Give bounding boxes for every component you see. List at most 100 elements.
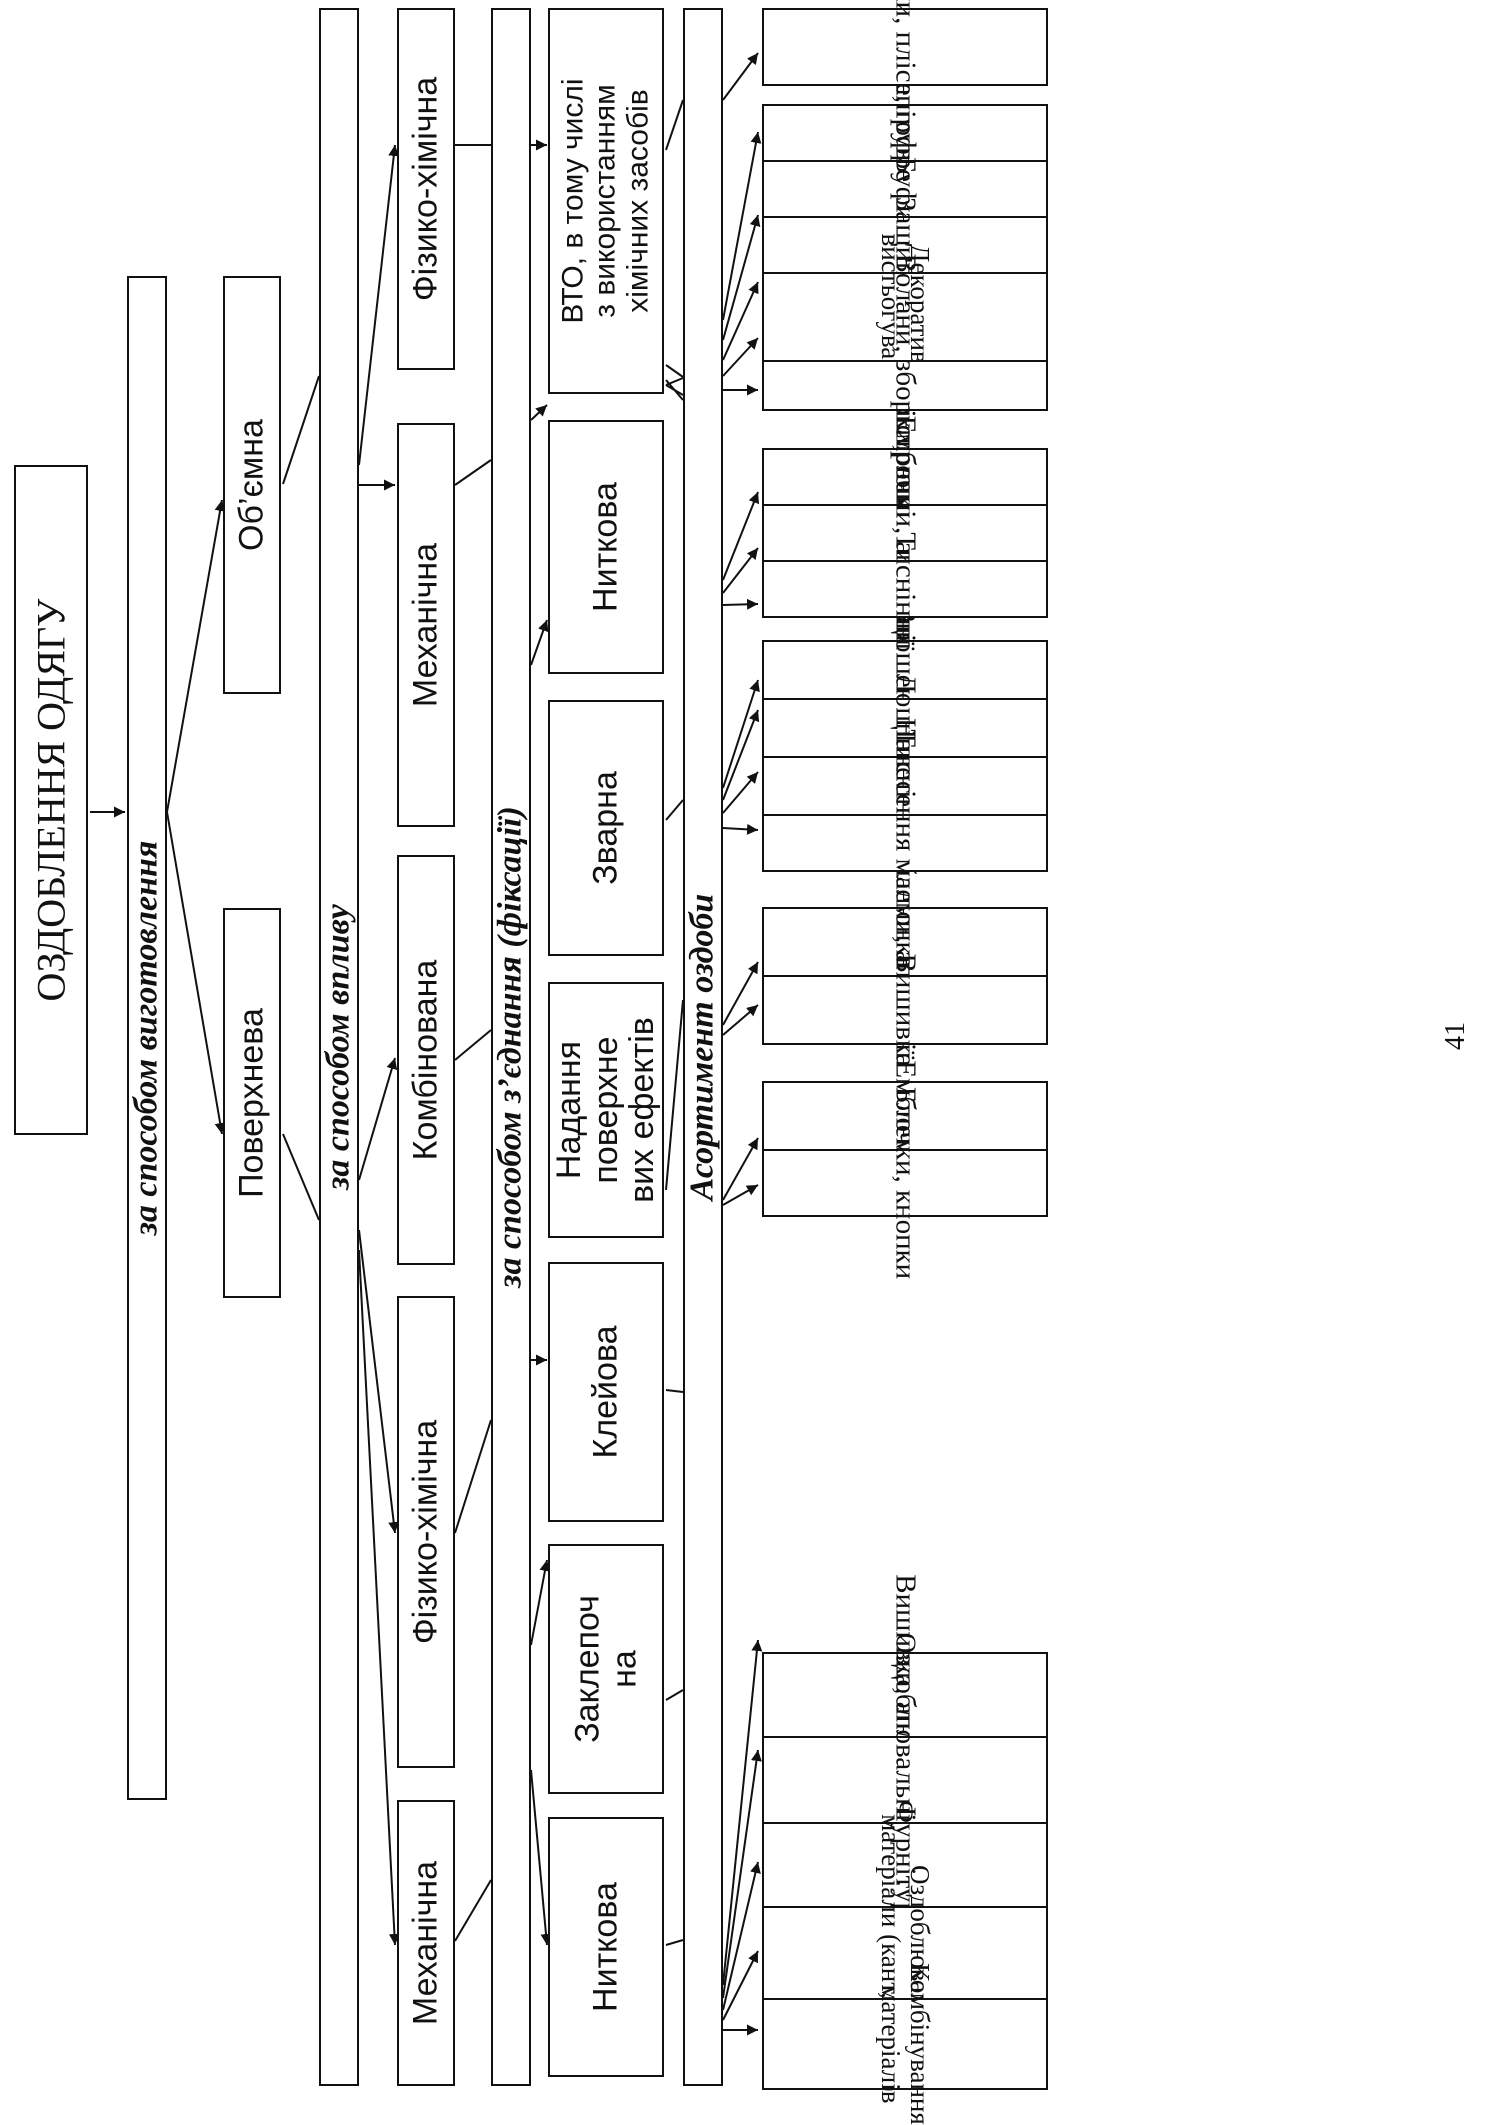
- assortment-item: Зношення: [762, 608, 1048, 732]
- fixation-glue-box: Клейова: [548, 1262, 664, 1522]
- fixation-label: Ниткова: [586, 1882, 625, 2012]
- assortment-item: Оздоблювальні матеріали (кант, тасьма): [762, 1814, 1048, 2092]
- fixation-line: з використанням: [588, 84, 622, 318]
- influence-volume-physicochemical-box: Фізико-хімічна: [397, 8, 455, 370]
- assortment-item: Драпірування: [762, 48, 1048, 218]
- connector-arrow: [722, 491, 760, 581]
- connector-arrow: [722, 1137, 759, 1201]
- assortment-item: Нанесення малюнка: [762, 718, 1048, 968]
- connector-line: [454, 1879, 492, 1942]
- influence-surface-combined-box: Комбінована: [397, 855, 455, 1265]
- connector-arrow: [722, 1184, 759, 1206]
- category-manufacture-bar: за способом виготовлення: [127, 276, 167, 1800]
- fixation-line: ВТО, в тому числі: [556, 78, 590, 324]
- connector-arrow: [722, 771, 759, 814]
- influence-label: Механічна: [406, 542, 445, 708]
- assortment-surface-effects-group: Зношення Лощіння Тисніння Нанесення малю…: [762, 608, 1048, 968]
- influence-volume-mechanical-box: Механічна: [397, 423, 455, 827]
- connector-arrow: [722, 281, 759, 361]
- title: ОЗДОБЛЕННЯ ОДЯГУ: [28, 598, 74, 1002]
- connector-line: [665, 377, 684, 386]
- connector-line: [665, 999, 684, 1191]
- connector-arrow: [530, 404, 548, 421]
- assortment-item: Буфи: [762, 157, 1048, 221]
- assortment-item-label: Блочки, кнопки: [889, 1086, 922, 1280]
- connector-line: [454, 1029, 492, 1061]
- type-surface-box: Поверхнева: [223, 908, 281, 1298]
- assortment-item-label: Тисніння: [889, 532, 922, 646]
- connector-arrow: [722, 337, 759, 377]
- connector-arrow: [722, 1004, 759, 1036]
- assortment-item: Волани, зборки,рюші: [762, 253, 1048, 518]
- connector-arrow: [722, 214, 761, 341]
- connector-arrow: [722, 1950, 759, 2021]
- type-volume-label: Об’ємна: [232, 419, 271, 551]
- fixation-rivet-box: Заклепоч на: [548, 1544, 664, 1794]
- assortment-vto-group: Складки, плісе, гофре: [762, 0, 1048, 182]
- assortment-item-label: Вишивка: [889, 953, 922, 1067]
- connector-line: [665, 799, 684, 821]
- connector-arrow: [358, 144, 400, 466]
- influence-label: Комбінована: [406, 959, 445, 1161]
- assortment-item: Емблеми: [762, 1060, 1048, 1172]
- assortment-item: Лощіння: [762, 674, 1048, 782]
- connector-arrow: [358, 1057, 398, 1181]
- assortment-rivet-group: Емблеми Блочки, кнопки: [762, 1060, 1048, 1279]
- influence-label: Фізико-хімічна: [406, 1419, 445, 1645]
- assortment-item-label: Нанесення малюнка: [889, 717, 922, 969]
- connector-arrow: [530, 1559, 551, 1646]
- fixation-surface-effects-box: Надання поверхне вих ефектів: [548, 982, 664, 1238]
- assortment-item: Емблеми, аплікації: [762, 416, 1048, 650]
- category-fixation-label: за способом з’єднання (фіксації): [491, 806, 529, 1288]
- connector-arrow: [166, 499, 226, 813]
- connector-line: [665, 1389, 684, 1393]
- assortment-weld-group: Зварні строчки та шви Емблеми, аплікації…: [762, 339, 1048, 650]
- connector-arrow: [530, 1769, 552, 1946]
- connector-line: [282, 375, 320, 485]
- category-influence-label: за способом впливу: [319, 904, 357, 1190]
- assortment-line: матеріалів: [876, 1984, 906, 2104]
- title-box: ОЗДОБЛЕННЯ ОДЯГУ: [14, 465, 88, 1135]
- connector-arrow: [722, 961, 759, 1026]
- influence-surface-physicochemical-box: Фізико-хімічна: [397, 1296, 455, 1768]
- fixation-thread-volume-box: Ниткова: [548, 420, 664, 674]
- fixation-label: Ниткова: [586, 482, 625, 612]
- fixation-thread-box: Ниткова: [548, 1817, 664, 2077]
- connector-line: [665, 1689, 684, 1701]
- assortment-thread-volume-group: Драпірування Буфи Защипи Декоративне вис…: [762, 48, 1048, 518]
- assortment-item: Тисніння: [762, 532, 1048, 646]
- influence-label: Фізико-хімічна: [406, 76, 445, 302]
- connector-arrow: [358, 1229, 400, 1534]
- connector-arrow: [722, 547, 759, 594]
- connector-arrow: [722, 679, 760, 789]
- fixation-line: на: [605, 1650, 643, 1688]
- assortment-glue-group: Емблеми, аплікації Вишивка: [762, 825, 1048, 1066]
- connector-line: [665, 99, 684, 151]
- assortment-item: Вишивка: [762, 954, 1048, 1066]
- page-number: 41: [1440, 1022, 1471, 1050]
- connector-arrow: [166, 811, 226, 1135]
- connector-line: [454, 1419, 492, 1534]
- connector-arrow: [722, 598, 759, 610]
- connector-arrow: [722, 823, 759, 835]
- connector-arrow: [530, 619, 549, 666]
- type-volume-box: Об’ємна: [223, 276, 281, 694]
- fixation-label: Надання поверхне вих ефектів: [550, 1017, 661, 1203]
- connector-arrow: [722, 1861, 761, 2011]
- type-surface-label: Поверхнева: [232, 1008, 271, 1198]
- influence-label: Механічна: [406, 1860, 445, 2026]
- connector-line: [665, 364, 684, 378]
- category-manufacture-label: за способом виготовлення: [127, 840, 165, 1236]
- category-assortment-bar: Асортимент оздоби: [683, 8, 723, 2086]
- assortment-thread-group: Вишивка, аплікація Оздоблювальні строчки…: [762, 1574, 1048, 2125]
- category-influence-bar: за способом впливу: [319, 8, 359, 2086]
- category-fixation-bar: за способом з’єднання (фіксації): [491, 8, 531, 2086]
- connector-arrow: [722, 709, 760, 801]
- fixation-label: ВТО, в тому числі з використанням хімічн…: [556, 78, 654, 324]
- connector-arrow: [722, 1639, 763, 1986]
- assortment-item: Блочки, кнопки: [762, 1087, 1048, 1279]
- fixation-vto-box: ВТО, в тому числі з використанням хімічн…: [548, 8, 664, 394]
- connector-arrow: [722, 1749, 762, 1999]
